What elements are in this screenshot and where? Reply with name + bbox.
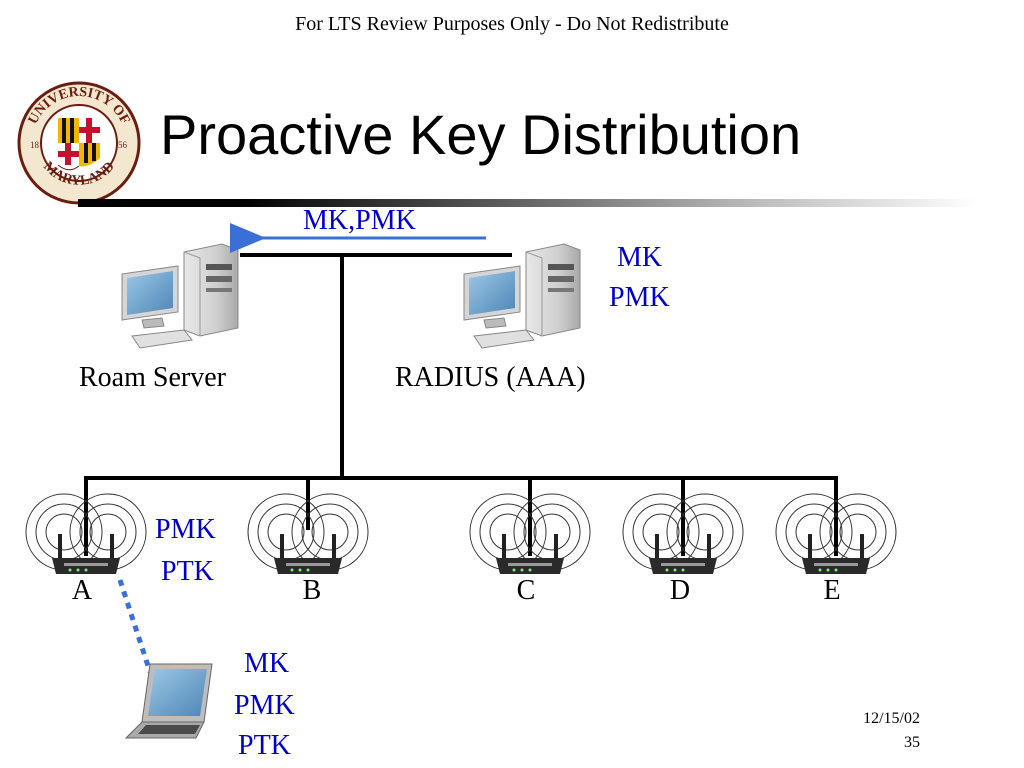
ap-a-key-pmk: PMK (155, 514, 216, 545)
ap-a-key-ptk: PTK (161, 556, 214, 587)
logo-year-left: 18 (30, 140, 40, 150)
ap-label-c: C (516, 575, 536, 606)
header-note: For LTS Review Purposes Only - Do Not Re… (295, 13, 729, 35)
ap-label-d: D (669, 575, 691, 606)
ap-label-e: E (823, 575, 841, 606)
laptop-client (124, 663, 213, 739)
slide-title: Proactive Key Distribution (160, 103, 802, 166)
roam-server-label: Roam Server (79, 362, 226, 393)
university-logo: UNIVERSITY OF MARYLAND 18 56 (17, 81, 141, 205)
ap-label-b: B (302, 575, 322, 606)
roam-server-computer (110, 230, 252, 360)
logo-year-right: 56 (118, 140, 128, 150)
footer-page-number: 35 (904, 734, 920, 751)
logo-shield (57, 118, 100, 171)
client-key-ptk: PTK (238, 730, 291, 761)
client-key-pmk: PMK (234, 690, 295, 721)
radius-key-pmk: PMK (609, 282, 670, 313)
radius-key-mk: MK (617, 242, 663, 273)
ap-label-a: A (71, 575, 93, 606)
radius-server-computer (452, 230, 594, 360)
title-divider (78, 199, 978, 207)
client-key-mk: MK (244, 648, 290, 679)
arrow-key-label: MK,PMK (303, 205, 416, 236)
footer-date: 12/15/02 (863, 710, 920, 727)
wireless-link (117, 579, 153, 673)
radius-server-label: RADIUS (AAA) (395, 362, 586, 393)
